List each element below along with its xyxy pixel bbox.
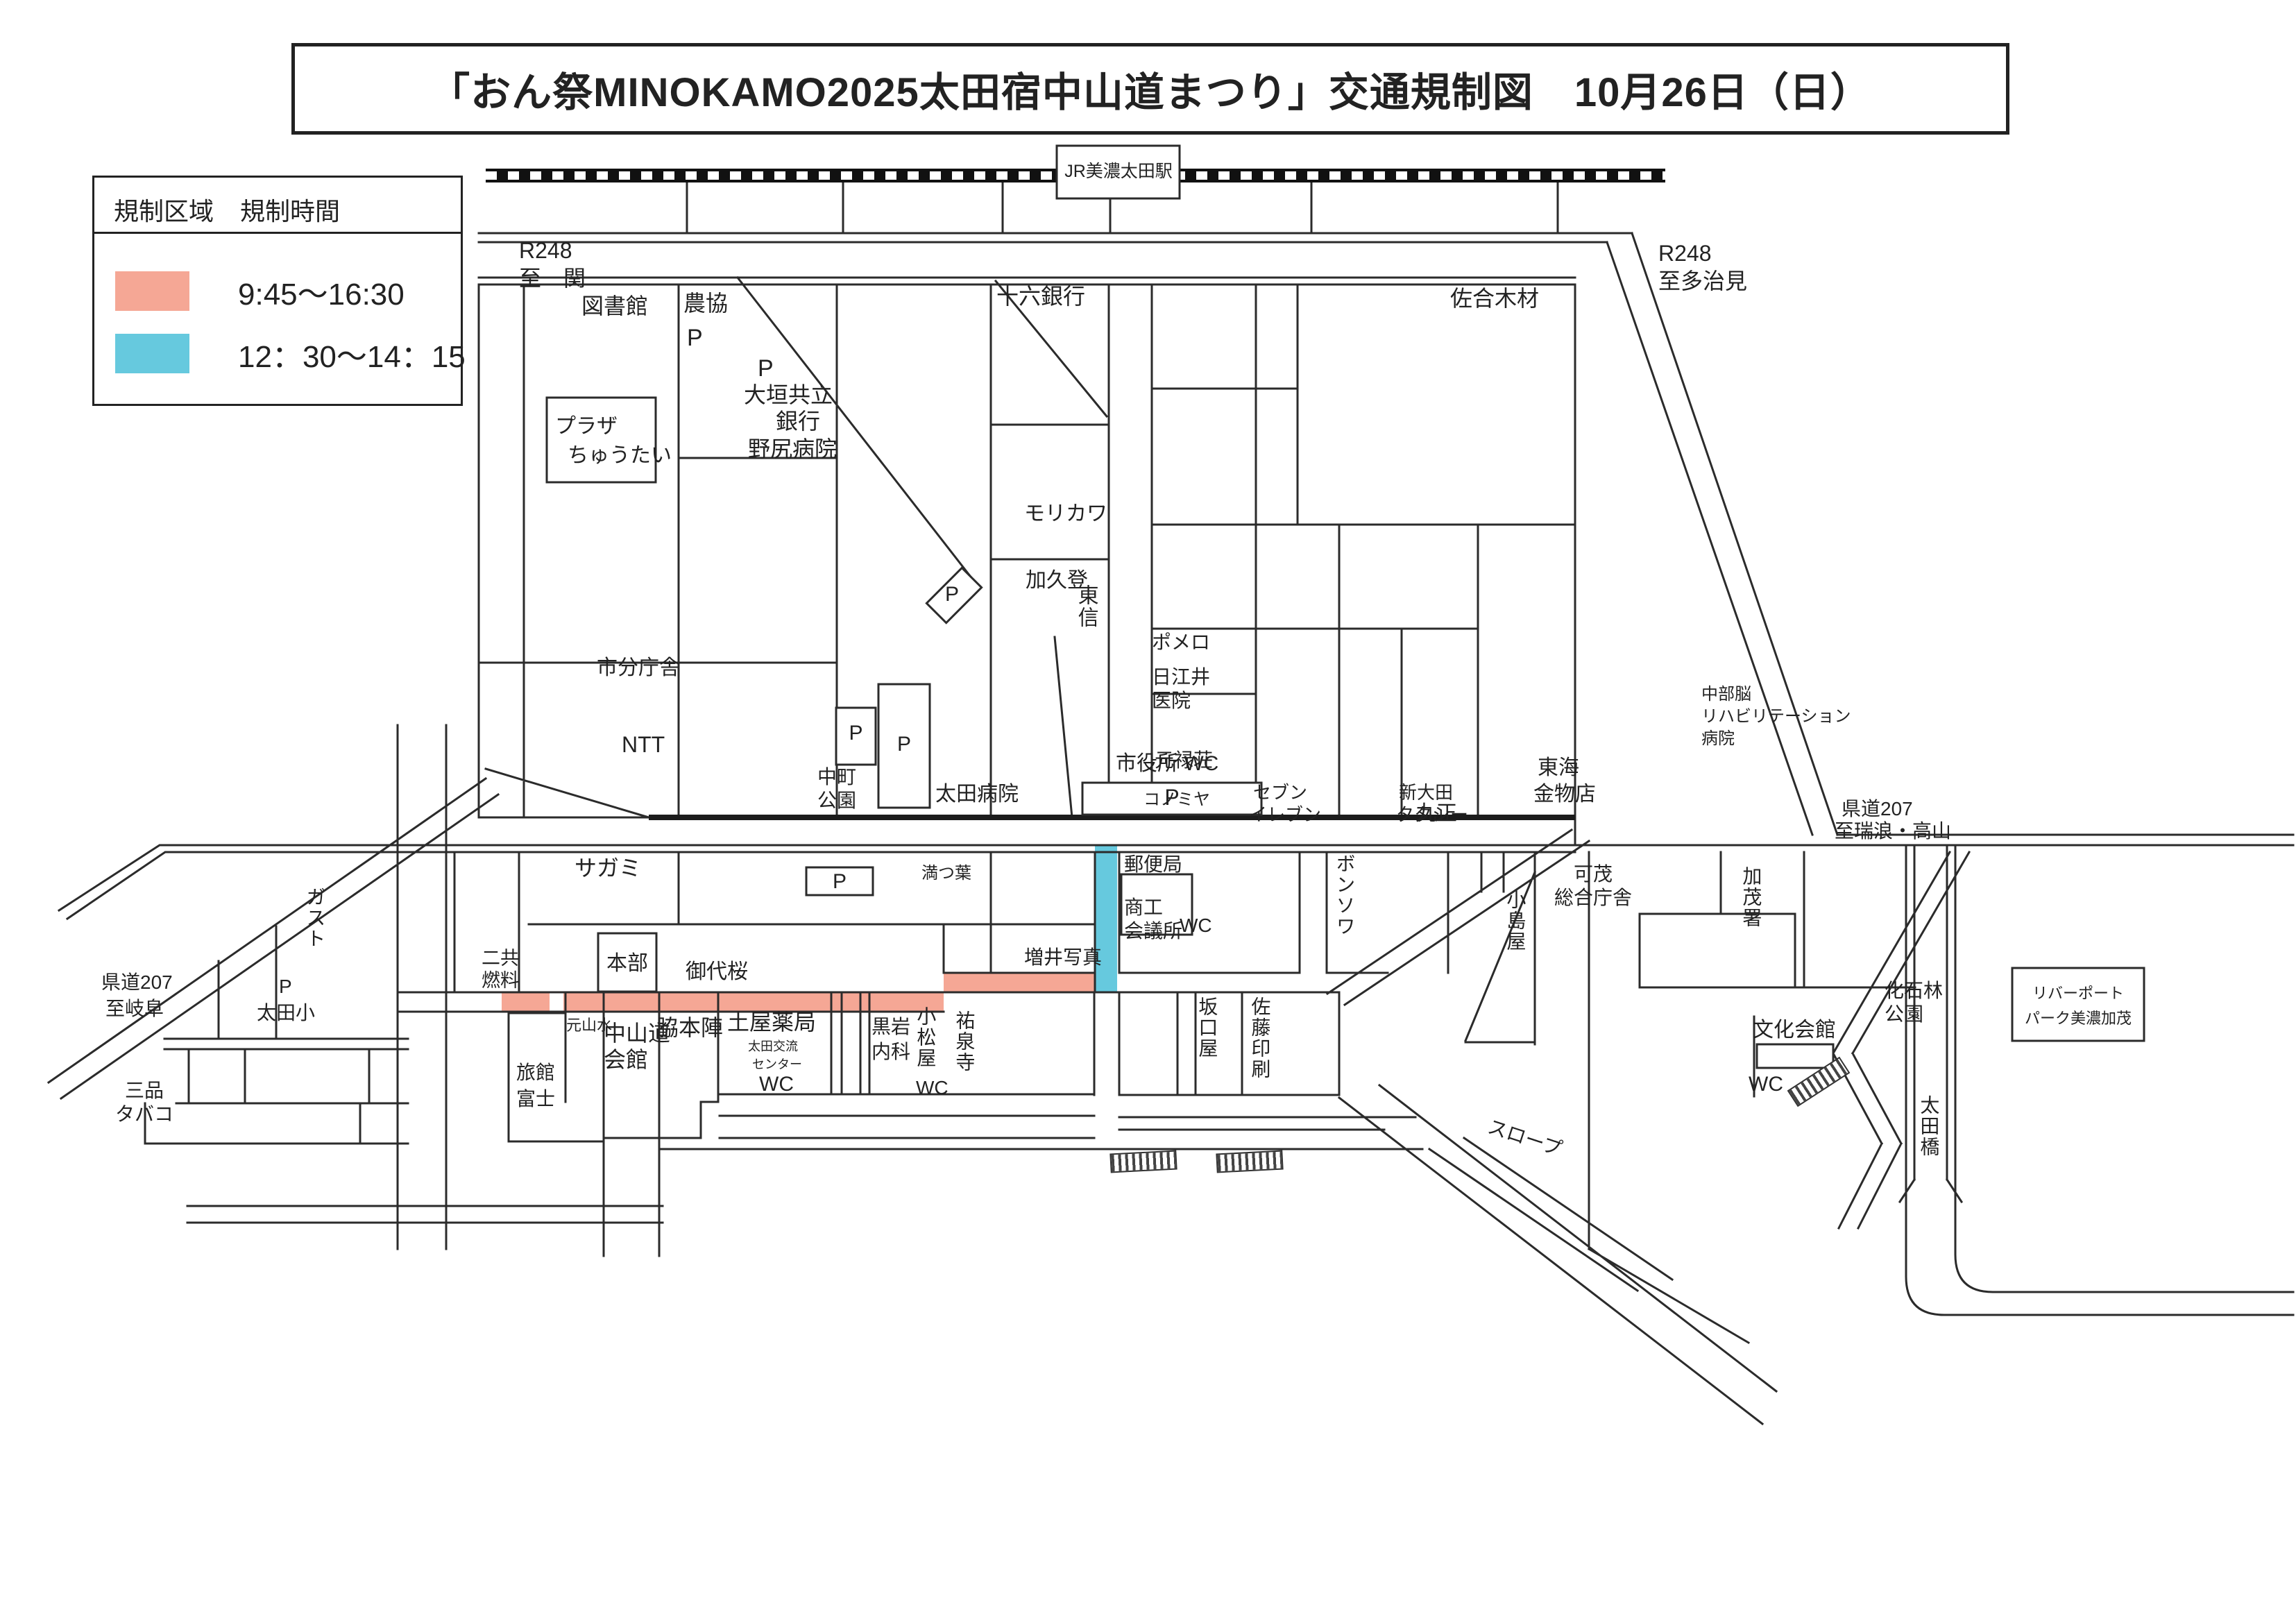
- ota-hospital-label: 太田病院: [935, 783, 1019, 806]
- r248-west-dest-label: 至 関: [519, 266, 586, 291]
- ogaki-bank-2-label: 銀行: [776, 409, 821, 434]
- chubu-rehab-2-label: リハビリテーション: [1701, 707, 1851, 726]
- gusto-label: ガスト: [304, 887, 326, 949]
- p-sagami-label: P: [832, 870, 847, 893]
- plaza-chutai-1-label: プラザ: [555, 415, 618, 438]
- chamber-commerce-1-label: 商工: [1124, 897, 1164, 918]
- r248-east-label: R248: [1658, 241, 1712, 266]
- hiei-clinic-2-label: 医院: [1152, 690, 1191, 711]
- chubu-rehab-1-label: 中部脳: [1701, 685, 1751, 704]
- kendo207-gifu-2-label: 至岐阜: [105, 998, 164, 1019]
- nikyo-fuel-2-label: 燃料: [482, 970, 519, 991]
- riverport-park-1-label: リバーポート: [2032, 985, 2124, 1002]
- p-ota-elementary-label: P: [279, 976, 292, 997]
- ota-elementary-label: 太田小: [257, 1002, 316, 1023]
- ntt-label: NTT: [622, 732, 665, 757]
- legend-zone-header: 規制区域: [114, 197, 214, 226]
- tsuchiya-pharmacy-label: 土屋薬局: [727, 1010, 817, 1035]
- nokyo-label: 農協: [683, 291, 729, 316]
- kojimaya-label: 小島屋: [1504, 890, 1527, 952]
- masui-photo-label: 増井写真: [1024, 946, 1103, 968]
- p-nokyo-label: P: [687, 325, 703, 351]
- shin-ota-taxi-1-label: 新大田: [1399, 782, 1454, 803]
- title-box: 「おん祭MINOKAMO2025太田宿中山道まつり」交通規制図 10月26日（日…: [291, 43, 2009, 135]
- sakaguchiya-label: 坂口屋: [1196, 996, 1218, 1059]
- honbu-hq-label: 本部: [606, 952, 648, 975]
- slope-label: スロープ: [1485, 1116, 1565, 1160]
- library-label: 図書館: [581, 294, 649, 318]
- kuroiwa-clinic-1-label: 黒岩: [871, 1016, 911, 1037]
- nakamachi-park-2-label: 公園: [817, 790, 857, 811]
- pomelo-label: ポメロ: [1152, 631, 1211, 653]
- wc-bunka-label: WC: [1749, 1073, 1783, 1096]
- kamo-police-label: 加茂署: [1740, 866, 1762, 928]
- bonsowa-label: ボンソワ: [1334, 853, 1356, 937]
- kuroiwa-clinic-2-label: 内科: [871, 1041, 911, 1062]
- nakasendo-kaikan-2-label: 会館: [604, 1047, 649, 1072]
- komatsuya-label: 小松屋: [915, 1006, 937, 1069]
- ryokan-fuji-1-label: 旅館: [516, 1062, 556, 1083]
- ota-bridge-label: 太田橋: [1918, 1095, 1940, 1157]
- seven-eleven-1-label: セブン: [1253, 782, 1308, 803]
- wakihonjin-label: 脇本陣: [656, 1015, 724, 1040]
- kamo-govt-office-1-label: 可茂: [1574, 863, 1613, 885]
- kasekirin-park-1-label: 化石林: [1885, 980, 1944, 1001]
- kasekirin-park-2-label: 公園: [1885, 1003, 1924, 1025]
- plaza-chutai-2-label: ちゅうたい: [568, 444, 672, 467]
- toshin-label: 東信: [1074, 584, 1098, 629]
- p-lot-diamond-label: P: [945, 583, 960, 606]
- kendo207-east-1-label: 県道207: [1842, 798, 1913, 819]
- p-ogaki-label: P: [758, 355, 774, 382]
- wc-komatsuya-label: WC: [916, 1077, 949, 1098]
- juroku-bank-label: 十六銀行: [996, 284, 1086, 309]
- r248-west-label: R248: [519, 238, 572, 263]
- chamber-wc-label: WC: [1180, 915, 1212, 936]
- hiei-clinic-1-label: 日江井: [1152, 666, 1211, 688]
- station-name-label: JR美濃太田駅: [1064, 162, 1173, 181]
- morikawa-label: モリカワ: [1024, 502, 1107, 525]
- wc-tsuchiya-label: WC: [759, 1073, 794, 1096]
- ryokan-fuji-2-label: 富士: [516, 1088, 556, 1110]
- legend-time-header: 規制時間: [240, 197, 341, 226]
- mitsuba-label: 満つ葉: [921, 864, 971, 883]
- page-title: 「おん祭MINOKAMO2025太田宿中山道まつり」交通規制図 10月26日（日…: [430, 70, 1871, 115]
- ota-kouryu-1-label: 太田交流: [748, 1039, 798, 1053]
- kendo207-gifu-1-label: 県道207: [101, 971, 173, 993]
- p-lot-tall-label: P: [896, 733, 911, 756]
- seven-eleven-2-label: イレブン: [1249, 804, 1322, 825]
- ota-kouryu-2-label: センター: [752, 1057, 802, 1071]
- ogaki-bank-1-label: 大垣共立: [744, 382, 833, 407]
- tokai-hardware-2-label: 金物店: [1533, 783, 1596, 806]
- sato-printing-label: 佐藤印刷: [1249, 996, 1271, 1080]
- r248-east-dest-label: 至多治見: [1658, 269, 1748, 294]
- chamber-commerce-2-label: 会議所: [1124, 920, 1183, 942]
- kendo207-east-2-label: 至瑞浪・高山: [1835, 820, 1952, 842]
- post-office-label: 郵便局: [1124, 853, 1183, 875]
- nakamachi-park-1-label: 中町: [817, 766, 857, 788]
- sago-lumber-label: 佐合木材: [1450, 286, 1540, 311]
- city-branch-office-label: 市分庁舎: [597, 656, 680, 679]
- mishina-tobacco-2-label: タバコ: [115, 1103, 174, 1125]
- kamo-govt-office-2-label: 総合庁舎: [1554, 887, 1633, 908]
- konomiya-label: コノミヤ: [1143, 790, 1210, 809]
- nojiri-hospital-label: 野尻病院: [748, 436, 837, 461]
- marusho-label: 丸正: [1415, 802, 1457, 825]
- nikyo-fuel-1-label: 二共: [482, 948, 519, 969]
- riverport-park-2-label: パーク美濃加茂: [2024, 1010, 2132, 1027]
- miyozakura-label: 御代桜: [686, 960, 748, 983]
- genrokuso-label: 元禄荘: [1155, 749, 1214, 771]
- bunka-kaikan-label: 文化会館: [1753, 1019, 1836, 1042]
- chubu-rehab-3-label: 病院: [1701, 729, 1735, 748]
- mishina-tobacco-1-label: 三品: [125, 1080, 164, 1101]
- sagami-label: サガミ: [575, 856, 642, 881]
- yusenji-temple-label: 祐泉寺: [953, 1010, 976, 1073]
- p-lot-small-label: P: [849, 722, 863, 745]
- tokai-hardware-1-label: 東海: [1538, 756, 1579, 779]
